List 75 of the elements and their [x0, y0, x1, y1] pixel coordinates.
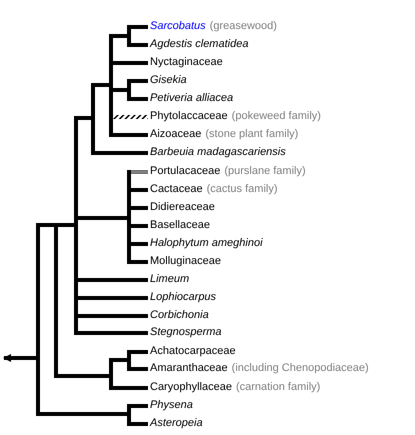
branch-line: [131, 350, 148, 354]
taxon-name: Petiveria alliacea: [150, 92, 234, 104]
branch-line: [113, 34, 127, 38]
common-name: (greasewood): [210, 20, 277, 32]
common-name: (carnation family): [236, 381, 320, 393]
taxon-name: Halophytum ameghinoi: [150, 237, 263, 249]
branch-line: [131, 422, 148, 426]
taxon-name: Aizoaceae: [150, 128, 202, 140]
branch-line: [113, 358, 127, 362]
taxon-name: Achatocarpaceae: [150, 345, 236, 357]
branch-line: [95, 151, 148, 155]
branch-line: [58, 374, 109, 378]
clade-bar: [91, 83, 95, 155]
taxon-link: Sarcobatus: [150, 20, 206, 32]
root-arrow: [3, 354, 36, 362]
taxon-name: Caryophyllaceae: [150, 381, 232, 393]
common-name: (including Chenopodiaceae): [232, 362, 369, 374]
taxon-name: Stegnosperma: [150, 326, 222, 338]
common-name: (pokeweed family): [232, 110, 321, 122]
branch-line: [78, 296, 148, 300]
branch-line: [131, 188, 148, 192]
taxon-name: Agdestis clematidea: [150, 38, 248, 50]
branch-line: [113, 133, 148, 137]
clade-bar: [127, 170, 131, 264]
branch-line: [131, 242, 148, 246]
taxon-name: Nyctaginaceae: [150, 56, 223, 68]
taxon-name: Basellaceae: [150, 219, 210, 231]
taxon-name: Didiereaceae: [150, 201, 215, 213]
taxon-name: Molluginaceae: [150, 255, 221, 267]
clade-bar: [109, 358, 113, 390]
branch-line: [131, 43, 148, 47]
branch-line: [40, 412, 127, 416]
taxon-name: Amaranthaceae: [150, 362, 228, 374]
taxon-name: Cactaceae: [150, 183, 203, 195]
common-name: (stone plant family): [205, 128, 298, 140]
taxon-name: Corbichonia: [150, 309, 209, 321]
taxon-name: Physena: [150, 399, 193, 411]
branch-line: [131, 404, 148, 408]
taxon-name: Barbeuia madagascariensis: [150, 146, 286, 158]
taxon-name: Portulacaceae: [150, 165, 220, 177]
branch-line: [78, 314, 148, 318]
common-name: (purslane family): [224, 165, 306, 177]
branch-line: [78, 331, 148, 335]
branch-line: [113, 115, 148, 119]
branch-line: [131, 79, 148, 83]
branch-line: [131, 224, 148, 228]
branch-line: [40, 223, 54, 227]
clade-bar: [36, 223, 40, 416]
branch-line: [113, 88, 127, 92]
branch-line: [131, 25, 148, 29]
branch-line: [131, 367, 148, 371]
branch-line: [113, 386, 148, 390]
taxon-name: Asteropeia: [150, 417, 203, 429]
clade-bar: [74, 116, 78, 335]
clade-bar: [127, 350, 131, 371]
clade-bar: [127, 25, 131, 47]
clade-bar: [109, 34, 113, 137]
clade-bar: [54, 223, 58, 378]
taxon-name: Gisekia: [150, 74, 187, 86]
branch-line: [78, 116, 91, 120]
branch-line: [113, 61, 148, 65]
branch-line: [58, 223, 74, 227]
branch-line: [95, 83, 109, 87]
branch-line: [78, 216, 127, 220]
taxon-name: Lophiocarpus: [150, 291, 216, 303]
clade-bar: [127, 404, 131, 426]
clade-bar: [127, 79, 131, 101]
branch-line: [131, 170, 148, 174]
taxon-name: Phytolaccaceae: [150, 110, 228, 122]
branch-line: [131, 260, 148, 264]
common-name: (cactus family): [206, 183, 278, 195]
taxon-name: Limeum: [150, 273, 190, 285]
branch-line: [131, 97, 148, 101]
branch-line: [131, 206, 148, 210]
branch-line: [78, 278, 148, 282]
